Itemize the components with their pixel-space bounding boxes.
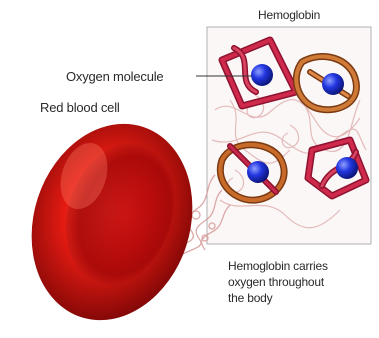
- oxygen-molecule-1: [251, 64, 273, 86]
- hemoglobin-label: Hemoglobin: [258, 8, 320, 23]
- oxygen-molecule-3: [247, 161, 269, 183]
- caption-line-2: oxygen throughout: [228, 274, 328, 290]
- oxygen-molecule-label: Oxygen molecule: [66, 69, 163, 84]
- caption-line-3: the body: [228, 290, 328, 306]
- caption-line-1: Hemoglobin carries: [228, 258, 328, 274]
- red-blood-cell-label: Red blood cell: [40, 100, 120, 115]
- red-blood-cell: [7, 103, 217, 338]
- caption: Hemoglobin carries oxygen throughout the…: [228, 258, 328, 306]
- oxygen-molecule-2: [322, 73, 344, 95]
- oxygen-molecule-4: [336, 157, 358, 179]
